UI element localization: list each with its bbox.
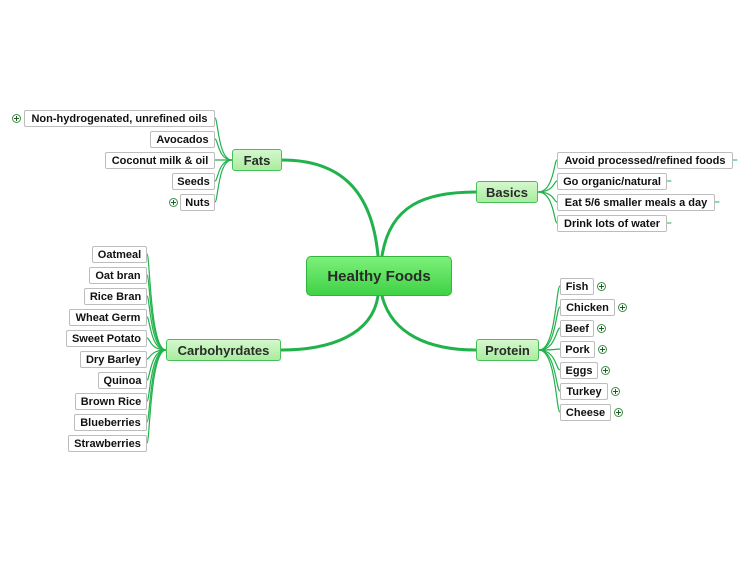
leaf-coconut-milk-oil[interactable]: Coconut milk & oil (105, 152, 215, 169)
plus-circle-icon[interactable] (169, 198, 178, 207)
leaf-line-basics-3 (537, 191, 558, 224)
plus-circle-icon[interactable] (12, 114, 21, 123)
leaf-go-organic[interactable]: Go organic/natural (557, 173, 667, 190)
leaf-line-carbohydrates-2 (146, 295, 167, 351)
central-topic[interactable]: Healthy Foods (306, 256, 452, 296)
branch-line-carbohydrates (279, 294, 380, 352)
leaf-oatmeal[interactable]: Oatmeal (92, 246, 147, 263)
leaf-chicken[interactable]: Chicken (560, 299, 615, 316)
leaf-line-carbohydrates-9 (146, 349, 167, 444)
leaf-smaller-meals[interactable]: Eat 5/6 smaller meals a day (557, 194, 715, 211)
leaf-fish[interactable]: Fish (560, 278, 594, 295)
leaf-oat-bran[interactable]: Oat bran (89, 267, 147, 284)
leaf-blueberries[interactable]: Blueberries (74, 414, 147, 431)
leaf-cheese[interactable]: Cheese (560, 404, 611, 421)
leaf-drink-water[interactable]: Drink lots of water (557, 215, 667, 232)
leaf-brown-rice[interactable]: Brown Rice (75, 393, 147, 410)
leaf-line-carbohydrates-0 (146, 253, 167, 351)
plus-circle-icon[interactable] (597, 324, 606, 333)
branch-line-fats (280, 158, 380, 258)
leaf-seeds[interactable]: Seeds (172, 173, 215, 190)
leaf-quinoa[interactable]: Quinoa (98, 372, 147, 389)
leaf-sweet-potato[interactable]: Sweet Potato (66, 330, 147, 347)
leaf-line-protein-5 (538, 349, 561, 392)
leaf-rice-bran[interactable]: Rice Bran (84, 288, 147, 305)
leaf-nuts[interactable]: Nuts (180, 194, 215, 211)
leaf-turkey[interactable]: Turkey (560, 383, 608, 400)
leaf-line-fats-1 (214, 138, 233, 161)
topic-basics[interactable]: Basics (476, 181, 538, 203)
leaf-beef[interactable]: Beef (560, 320, 594, 337)
leaf-pork[interactable]: Pork (560, 341, 595, 358)
leaf-line-basics-0 (537, 159, 558, 193)
leaf-avoid-processed-foods[interactable]: Avoid processed/refined foods (557, 152, 733, 169)
plus-circle-icon[interactable] (618, 303, 627, 312)
topic-protein[interactable]: Protein (476, 339, 539, 361)
leaf-avocados[interactable]: Avocados (150, 131, 215, 148)
leaf-line-carbohydrates-3 (146, 316, 167, 351)
plus-circle-icon[interactable] (611, 387, 620, 396)
leaf-line-protein-6 (538, 349, 561, 413)
topic-fats[interactable]: Fats (232, 149, 282, 171)
leaf-line-fats-4 (214, 159, 233, 203)
leaf-non-hydrogenated-oils[interactable]: Non-hydrogenated, unrefined oils (24, 110, 215, 127)
leaf-line-fats-0 (214, 117, 233, 161)
branch-line-protein (380, 294, 478, 352)
leaf-line-carbohydrates-7 (146, 349, 167, 402)
leaf-strawberries[interactable]: Strawberries (68, 435, 147, 452)
leaf-line-protein-2 (538, 327, 561, 351)
leaf-wheat-germ[interactable]: Wheat Germ (69, 309, 147, 326)
leaf-line-fats-3 (214, 159, 233, 182)
leaf-dry-barley[interactable]: Dry Barley (80, 351, 147, 368)
central-topic-label: Healthy Foods (327, 267, 431, 285)
topic-basics-label: Basics (486, 184, 528, 200)
plus-circle-icon[interactable] (601, 366, 610, 375)
plus-circle-icon[interactable] (614, 408, 623, 417)
plus-circle-icon[interactable] (598, 345, 607, 354)
topic-carbohydrates[interactable]: Carbohyrdates (166, 339, 281, 361)
topic-fats-label: Fats (243, 152, 271, 168)
leaf-line-protein-1 (538, 306, 561, 351)
branch-line-basics (380, 190, 478, 258)
topic-protein-label: Protein (485, 342, 530, 358)
plus-circle-icon[interactable] (597, 282, 606, 291)
topic-carbohydrates-label: Carbohyrdates (177, 342, 270, 358)
leaf-eggs[interactable]: Eggs (560, 362, 598, 379)
